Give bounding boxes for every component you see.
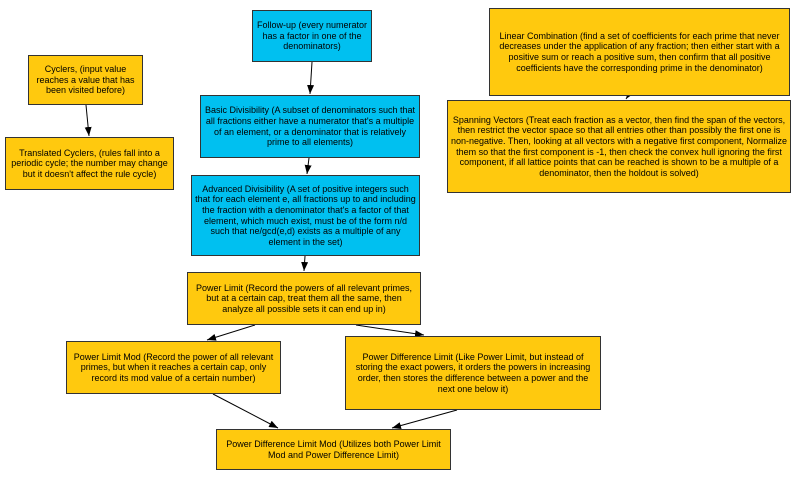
node-basic-divisibility-label: Basic Divisibility (A subset of denomina…: [204, 105, 416, 148]
node-cyclers-label: Cyclers, (input value reaches a value th…: [36, 64, 135, 96]
node-translated-cyclers[interactable]: Translated Cyclers, (rules fall into a p…: [5, 137, 174, 190]
node-power-limit-mod-label: Power Limit Mod (Record the power of all…: [73, 351, 274, 383]
node-spanning-vectors-label: Spanning Vectors (Treat each fraction as…: [451, 114, 788, 178]
edge-advanced-divisibility-to-power-limit: [301, 255, 309, 272]
node-power-difference-limit[interactable]: Power Difference Limit (Like Power Limit…: [345, 336, 601, 410]
node-power-difference-limit-mod-label: Power Difference Limit Mod (Utilizes bot…: [226, 438, 441, 460]
edge-power-limit-to-power-difference-limit: [355, 324, 425, 338]
node-power-limit-mod[interactable]: Power Limit Mod (Record the power of all…: [66, 341, 281, 394]
node-spanning-vectors[interactable]: Spanning Vectors (Treat each fraction as…: [447, 100, 791, 193]
node-power-difference-limit-label: Power Difference Limit (Like Power Limit…: [355, 351, 591, 394]
node-power-difference-limit-mod[interactable]: Power Difference Limit Mod (Utilizes bot…: [216, 429, 451, 470]
node-advanced-divisibility-label: Advanced Divisibility (A set of positive…: [195, 183, 416, 247]
node-cyclers[interactable]: Cyclers, (input value reaches a value th…: [28, 55, 143, 105]
edge-power-difference-limit-to-power-difference-limit-mod: [391, 409, 458, 429]
node-advanced-divisibility[interactable]: Advanced Divisibility (A set of positive…: [191, 175, 420, 256]
node-power-limit-label: Power Limit (Record the powers of all re…: [195, 282, 413, 314]
edge-linear-combination-to-spanning-vectors: [625, 89, 634, 100]
edge-basic-divisibility-to-advanced-divisibility: [304, 157, 312, 175]
edge-cyclers-to-translated-cyclers: [84, 104, 92, 137]
edge-power-limit-mod-to-power-difference-limit-mod: [212, 393, 279, 429]
node-translated-cyclers-label: Translated Cyclers, (rules fall into a p…: [11, 147, 168, 179]
edge-power-limit-to-power-limit-mod: [206, 324, 256, 341]
node-follow-up-label: Follow-up (every numerator has a factor …: [256, 20, 368, 52]
node-follow-up[interactable]: Follow-up (every numerator has a factor …: [252, 10, 372, 62]
node-basic-divisibility[interactable]: Basic Divisibility (A subset of denomina…: [200, 95, 420, 158]
edge-follow-up-to-basic-divisibility: [307, 61, 315, 95]
node-linear-combination-label: Linear Combination (find a set of coeffi…: [499, 30, 780, 73]
node-power-limit[interactable]: Power Limit (Record the powers of all re…: [187, 272, 421, 325]
node-linear-combination[interactable]: Linear Combination (find a set of coeffi…: [489, 8, 790, 96]
